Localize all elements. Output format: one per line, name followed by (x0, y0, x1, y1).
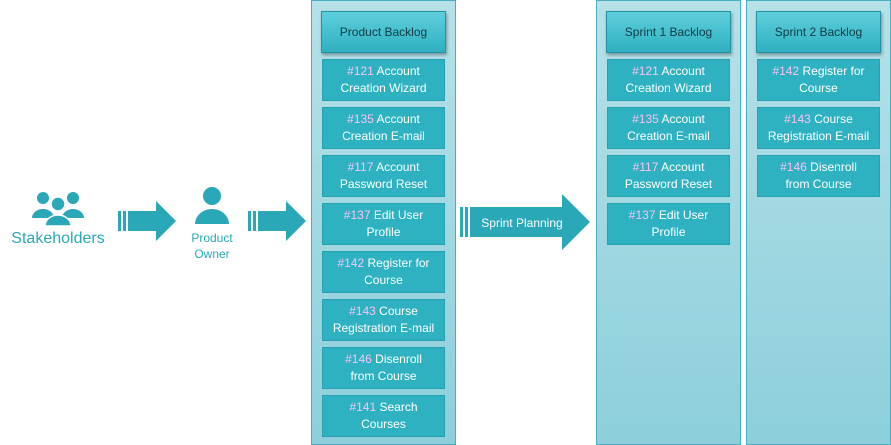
item-number: #142 (772, 64, 800, 78)
backlog-item[interactable]: #117 Account Password Reset (607, 155, 730, 197)
item-text: Edit User Profile (651, 208, 709, 239)
backlog-item[interactable]: #117 Account Password Reset (322, 155, 445, 197)
item-number: #135 (347, 112, 374, 126)
item-text: Search Courses (361, 400, 418, 431)
backlog-item[interactable]: #121 Account Creation Wizard (607, 59, 730, 101)
item-number: #121 (347, 64, 374, 78)
item-number: #121 (632, 64, 659, 78)
product-owner-actor: Product Owner (180, 186, 244, 262)
column-header: Product Backlog (321, 11, 446, 53)
item-number: #146 (345, 352, 372, 366)
backlog-item[interactable]: #137 Edit User Profile (607, 203, 730, 245)
backlog-item[interactable]: #146 Disenroll from Course (757, 155, 880, 197)
backlog-item[interactable]: #121 Account Creation Wizard (322, 59, 445, 101)
sprint-planning-label: Sprint Planning (481, 216, 562, 230)
item-number: #135 (632, 112, 659, 126)
sprint-1-backlog-column: Sprint 1 Backlog #121 Account Creation W… (596, 0, 741, 445)
sprint-2-backlog-column: Sprint 2 Backlog #142 Register for Cours… (746, 0, 891, 445)
column-header: Sprint 2 Backlog (756, 11, 881, 53)
backlog-item[interactable]: #141 Search Courses (322, 395, 445, 437)
backlog-item[interactable]: #142 Register for Course (322, 251, 445, 293)
backlog-item[interactable]: #135 Account Creation E-mail (322, 107, 445, 149)
item-text: Register for Course (799, 64, 865, 95)
item-number: #117 (347, 160, 374, 174)
backlog-item[interactable]: #146 Disenroll from Course (322, 347, 445, 389)
item-text: Course Registration E-mail (332, 304, 435, 335)
stakeholders-actor: Stakeholders (4, 190, 112, 248)
product-owner-label: Product Owner (191, 231, 233, 261)
item-text: Account Password Reset (339, 160, 428, 191)
item-number: #117 (632, 160, 659, 174)
arrow-right-icon (118, 201, 176, 241)
item-text: Account Password Reset (624, 160, 713, 191)
backlog-item[interactable]: #137 Edit User Profile (322, 203, 445, 245)
sprint-planning-arrow: Sprint Planning (460, 194, 590, 250)
product-backlog-column: Product Backlog #121 Account Creation Wi… (311, 0, 456, 445)
item-text: Course Registration E-mail (767, 112, 870, 143)
backlog-item[interactable]: #135 Account Creation E-mail (607, 107, 730, 149)
backlog-item[interactable]: #142 Register for Course (757, 59, 880, 101)
item-number: #143 (349, 304, 376, 318)
item-text: Edit User Profile (366, 208, 424, 239)
group-people-icon (32, 192, 84, 226)
column-title: Sprint 1 Backlog (624, 25, 713, 39)
item-text: Register for Course (364, 256, 430, 287)
item-number: #146 (780, 160, 807, 174)
arrow-right-icon (248, 201, 306, 241)
item-number: #137 (343, 208, 371, 222)
item-text: Account Creation E-mail (627, 112, 710, 143)
item-text: Account Creation E-mail (342, 112, 425, 143)
column-title: Product Backlog (339, 25, 428, 39)
item-number: #143 (784, 112, 811, 126)
column-header: Sprint 1 Backlog (606, 11, 731, 53)
item-number: #137 (628, 208, 656, 222)
stakeholders-label: Stakeholders (11, 230, 105, 247)
person-icon (195, 187, 229, 224)
item-number: #142 (337, 256, 365, 270)
backlog-item[interactable]: #143 Course Registration E-mail (322, 299, 445, 341)
item-number: #141 (349, 400, 377, 414)
item-text: Account Creation Wizard (340, 64, 427, 95)
item-text: Account Creation Wizard (625, 64, 712, 95)
backlog-item[interactable]: #143 Course Registration E-mail (757, 107, 880, 149)
item-text: Disenroll from Course (350, 352, 422, 383)
column-title: Sprint 2 Backlog (774, 25, 863, 39)
item-text: Disenroll from Course (785, 160, 857, 191)
